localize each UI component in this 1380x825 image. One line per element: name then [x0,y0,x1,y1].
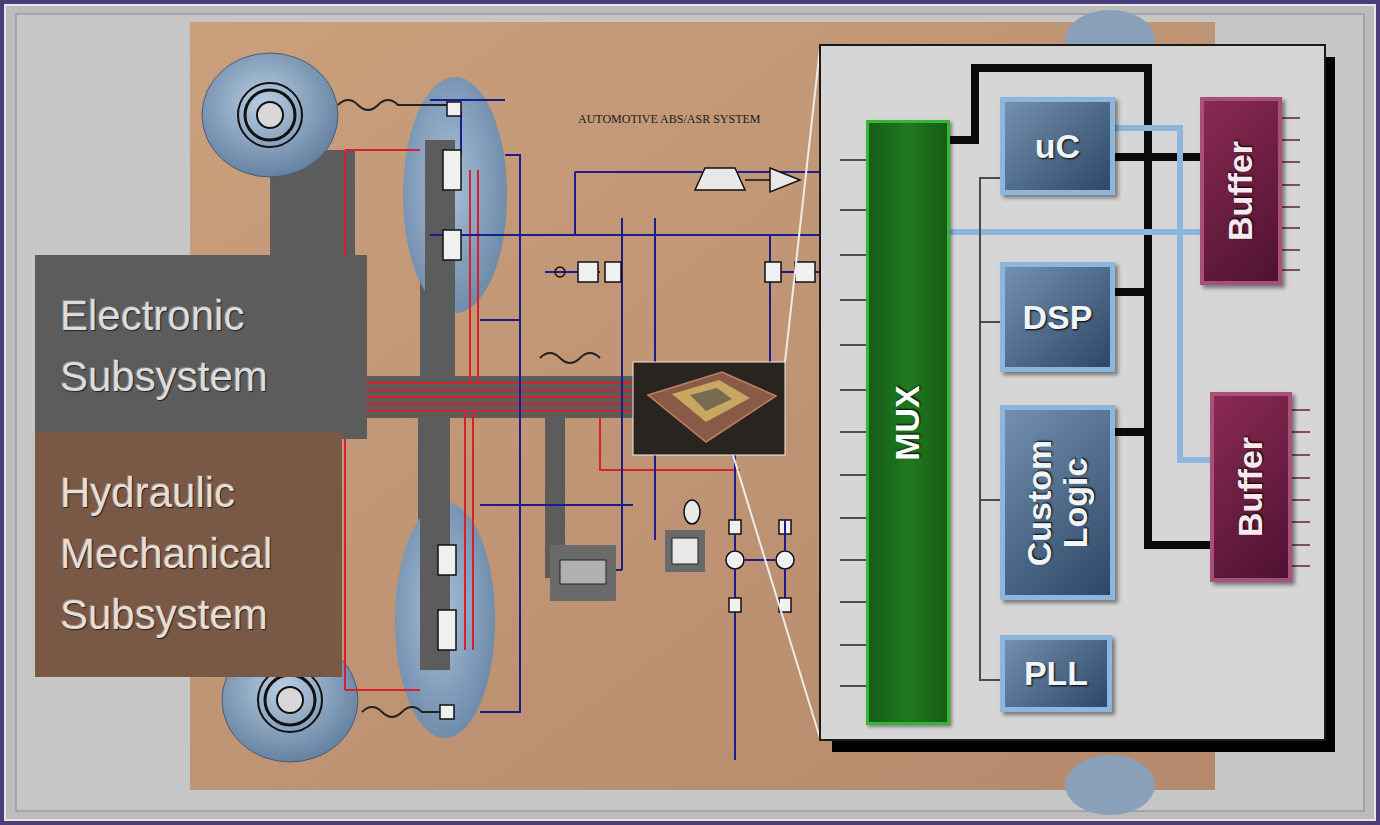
bus-line [1115,432,1210,545]
wheel-symbol [265,675,315,725]
sensor-cable [540,353,600,363]
bus-line [950,229,1200,235]
wheel-symbol [1065,755,1155,815]
bus-line [1115,128,1210,460]
valve-symbol [605,262,621,282]
valve-symbol [729,598,741,612]
bus-line [980,178,1000,680]
battery-symbol [560,560,606,584]
pump-symbol [726,551,744,569]
motor-symbol [665,530,705,572]
valve-symbol [555,267,565,277]
processor-block: uC [1000,97,1115,195]
zoom-panel [820,45,1325,740]
valve-symbol [447,102,461,116]
wheel-symbol [257,102,283,128]
node-label: Buffer [1223,111,1259,271]
buffer-block: Buffer [1200,97,1282,285]
node-label: Electronic Subsystem [60,286,342,408]
buffer-block: Buffer [1210,392,1292,582]
wheel-symbol [277,687,303,713]
wheel-symbol [245,90,295,140]
valve-symbol [443,230,461,260]
bus-line [1115,153,1200,161]
mux-block: MUX [866,120,950,725]
wheel-symbol [202,53,338,177]
hydraulic-lines [430,100,820,760]
hydraulic-lines [735,520,785,598]
node-label: DSP [1023,298,1093,337]
pump-symbol [776,551,794,569]
valve-symbol [729,520,741,534]
buffer-pins [1282,118,1300,270]
wheel-symbol [238,83,302,147]
valve-symbol [578,262,598,282]
valve-symbol [443,150,461,190]
logic-block: Custom Logic [1000,405,1115,600]
motor-symbol [672,538,698,564]
node-label: MUX [890,223,926,623]
buffer-pins [1292,410,1310,566]
node-label: uC [1035,127,1080,166]
node-label: Custom Logic [1022,423,1093,583]
pll-block: PLL [1000,635,1112,712]
valve-symbol [795,262,815,282]
valve-symbol [440,705,454,719]
mux-pins [840,160,866,686]
accumulator-symbol [684,500,700,524]
chip-photo [648,372,776,442]
node-label: Hydraulic Mechanical Subsystem [60,463,317,646]
subsystem-band: Hydraulic Mechanical Subsystem [35,432,342,677]
zoom-line [785,48,820,362]
valve-symbol [765,262,781,282]
bus-line [980,322,1000,680]
node-label: PLL [1024,654,1088,693]
chip-photo [690,388,732,411]
chip-photo [633,362,785,455]
valve-symbol [438,610,456,650]
inner-frame [16,14,1364,811]
bus-line [1115,292,1210,545]
wheel-symbol [258,668,322,732]
subsystem-band: Electronic Subsystem [35,255,367,439]
brake-pedal-symbol [695,168,800,192]
chip-photo [672,380,750,422]
outer-frame [5,5,1375,820]
node-label: Buffer [1233,407,1269,567]
processor-block: DSP [1000,262,1115,372]
battery-symbol [550,545,616,601]
zoom-line [733,455,820,738]
valve-symbol [438,545,456,575]
system-title: AUTOMOTIVE ABS/ASR SYSTEM [578,112,760,127]
bus-line [980,500,1000,680]
